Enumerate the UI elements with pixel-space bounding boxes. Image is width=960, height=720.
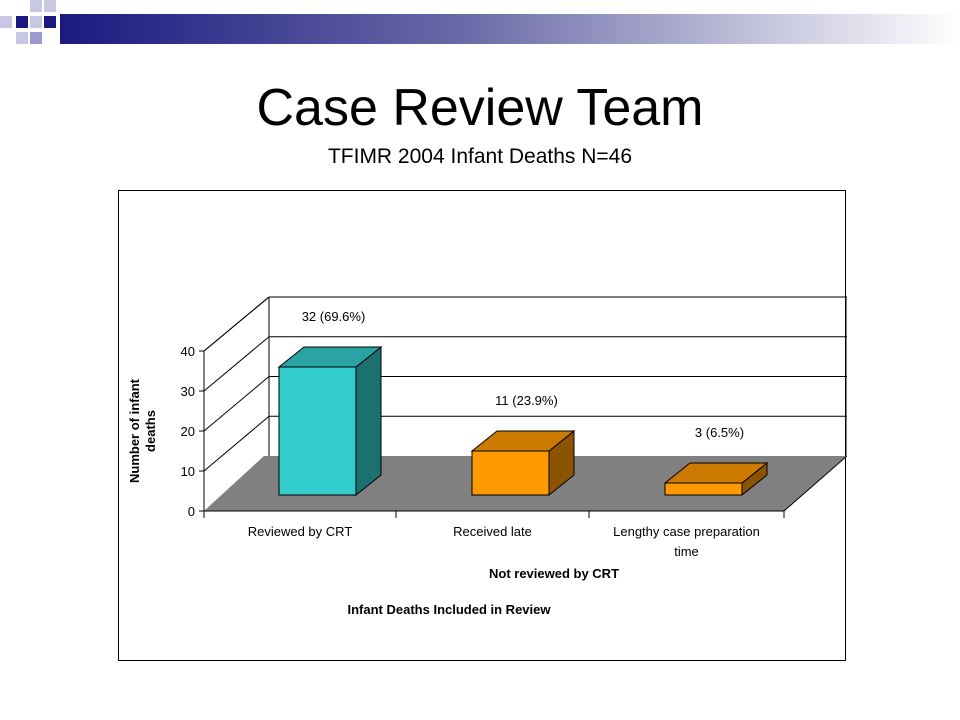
side-wall-top (203, 296, 270, 352)
title-banner (0, 0, 960, 44)
gridline-diag (203, 376, 270, 432)
bar (277, 345, 383, 497)
bar-front (664, 482, 743, 496)
x-category-label: Reviewed by CRT (248, 524, 353, 539)
y-ticks: 0 10 20 30 40 (181, 344, 204, 519)
bar-front (278, 366, 357, 496)
y-tick-label: 10 (181, 464, 195, 479)
bar-chart: 0 10 20 30 40 32 (69.6%) 11 (23.9%) 3 (6.5%) R… (127, 296, 847, 617)
y-axis-title: Number of infantdeaths (127, 378, 158, 483)
slide-title: Case Review Team (256, 79, 704, 137)
bars: 32 (69.6%) 11 (23.9%) 3 (6.5%) (277, 309, 769, 497)
x-labels: Reviewed by CRT Received late Lengthy case… (203, 511, 785, 559)
y-tick-label: 0 (188, 504, 195, 519)
floor-right-edge (783, 455, 847, 512)
data-label: 32 (69.6%) (302, 309, 366, 324)
y-tick-label: 40 (181, 344, 195, 359)
y-tick-label: 20 (181, 424, 195, 439)
gridline-diag (203, 415, 270, 472)
bar-side (355, 345, 382, 497)
data-label: 3 (6.5%) (695, 425, 744, 440)
x-axis-title: Infant Deaths Included in Review (348, 602, 552, 617)
banner-bar (60, 14, 960, 44)
x-category-label: Received late (453, 524, 532, 539)
gridline-diag (203, 336, 270, 392)
banner-squares-icon (0, 0, 56, 44)
data-label: 11 (23.9%) (495, 393, 558, 408)
bar (470, 429, 576, 497)
chart-frame: 0 10 20 30 40 32 (69.6%) 11 (23.9%) 3 (6.5%) R… (118, 190, 847, 661)
y-tick-label: 30 (181, 384, 195, 399)
bar (663, 461, 769, 497)
slide-subtitle: TFIMR 2004 Infant Deaths N=46 (327, 145, 633, 168)
group-label: Not reviewed by CRT (489, 566, 619, 581)
bar-front (471, 450, 550, 496)
